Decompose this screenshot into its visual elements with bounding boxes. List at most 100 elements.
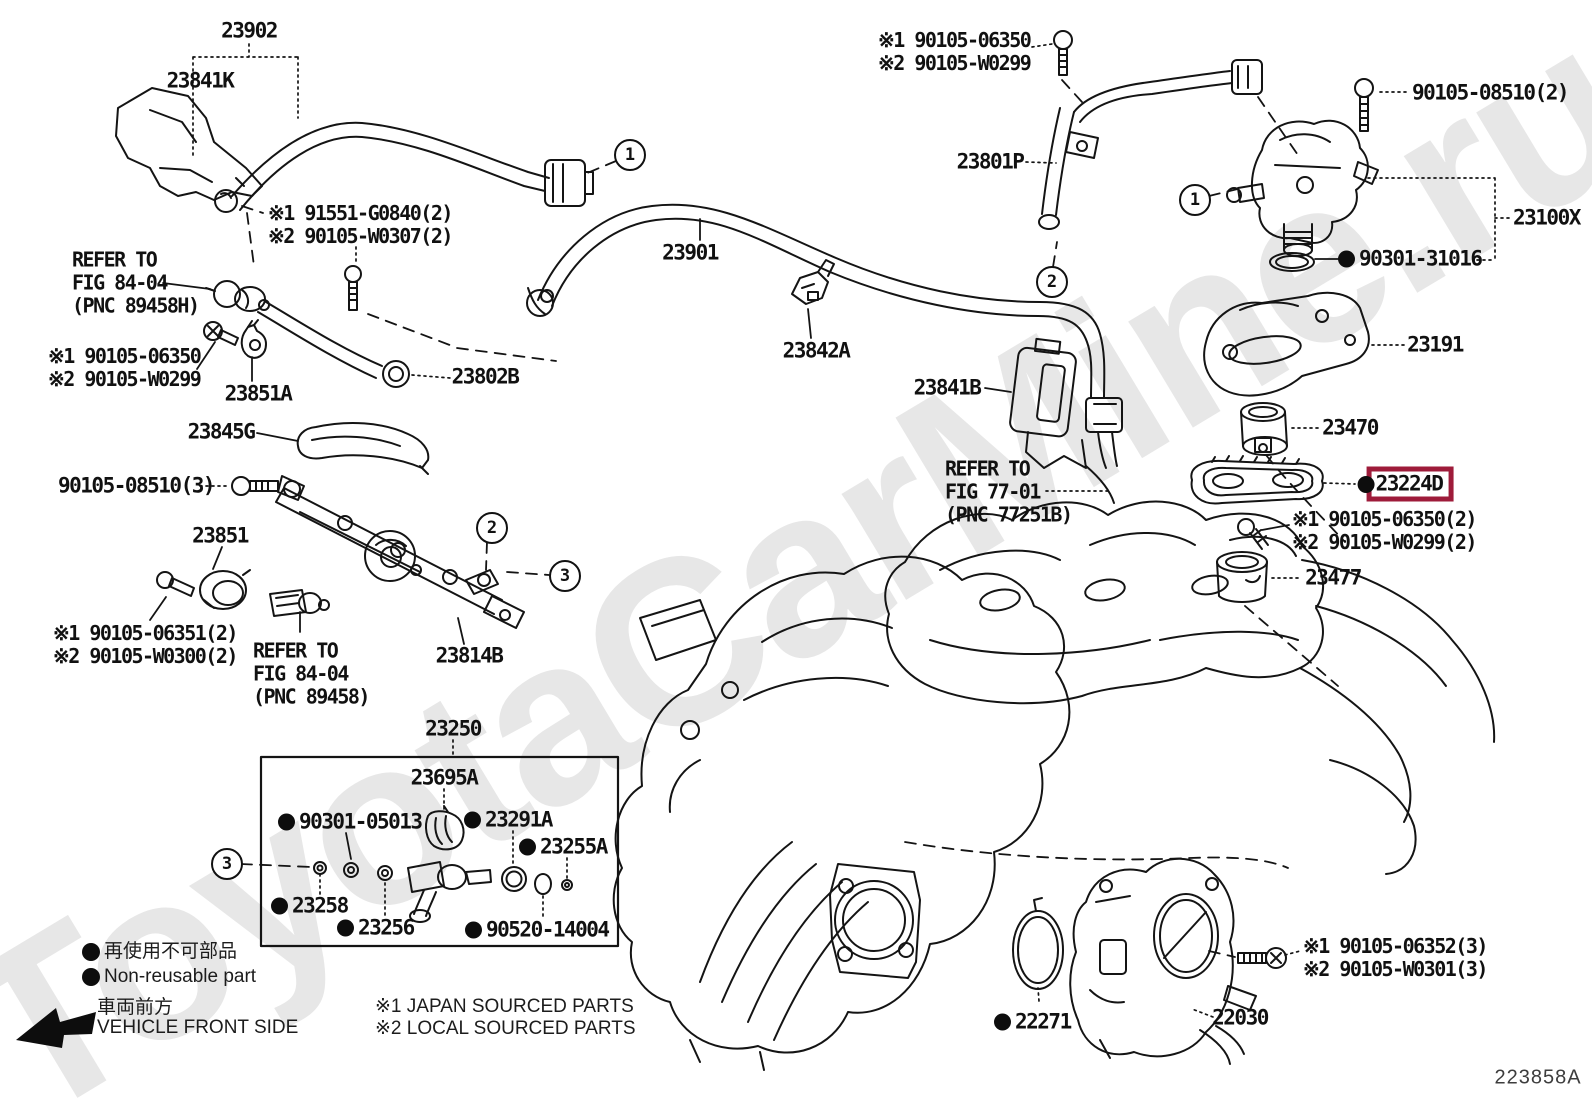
label-23842A[interactable]: 23842A bbox=[782, 338, 851, 363]
label-23801P[interactable]: 23801P bbox=[956, 149, 1025, 174]
label-90301-31016[interactable]: 90301-31016 bbox=[1338, 247, 1483, 271]
label-23100X[interactable]: 23100X bbox=[1513, 206, 1581, 230]
label-23291A-line: 23291A bbox=[485, 807, 553, 832]
non-reusable-dot-icon bbox=[1357, 475, 1375, 493]
label-23841K[interactable]: 23841K bbox=[166, 68, 235, 93]
label-note-91551-line: ※1 91551-G0840(2) bbox=[268, 201, 453, 225]
label-90105-08510-3[interactable]: 90105-08510(3) bbox=[58, 474, 216, 498]
label-23801P-line: 23801P bbox=[956, 149, 1025, 174]
label-23842A-line: 23842A bbox=[782, 338, 851, 363]
label-23224D-line: 23224D bbox=[1375, 471, 1444, 496]
label-legend-sourcing-line: ※1 JAPAN SOURCED PARTS bbox=[375, 996, 634, 1017]
label-23802B-line: 23802B bbox=[451, 364, 520, 389]
label-refer-84-04-H-line: REFER TO bbox=[72, 247, 158, 272]
label-23902[interactable]: 23902 bbox=[221, 18, 278, 43]
label-legend-nonreusable-jp: 再使用不可部品 bbox=[82, 941, 237, 963]
label-23255A[interactable]: 23255A bbox=[519, 834, 608, 859]
label-note-06352: ※1 90105-06352(3)※2 90105-W0301(3) bbox=[1303, 934, 1488, 981]
label-23901[interactable]: 23901 bbox=[662, 240, 719, 265]
non-reusable-dot-icon bbox=[82, 943, 100, 961]
label-23851A[interactable]: 23851A bbox=[225, 382, 293, 406]
label-90520-14004[interactable]: 90520-14004 bbox=[465, 918, 610, 942]
label-note-06352-line: ※1 90105-06352(3) bbox=[1303, 934, 1488, 958]
label-23695A[interactable]: 23695A bbox=[410, 765, 479, 790]
callout-3: 3 bbox=[549, 560, 581, 592]
label-refer-77-01-line: FIG 77-01 bbox=[945, 479, 1041, 504]
label-23291A[interactable]: 23291A bbox=[464, 807, 553, 832]
label-legend-nonreusable-jp-line: 再使用不可部品 bbox=[104, 941, 238, 962]
label-23191-line: 23191 bbox=[1407, 332, 1464, 357]
label-23901-line: 23901 bbox=[662, 240, 719, 265]
label-22271[interactable]: 22271 bbox=[994, 1009, 1072, 1034]
vehicle-front-arrow bbox=[16, 1008, 96, 1048]
non-reusable-dot-icon bbox=[465, 921, 482, 939]
fuel-pipe-23902-part bbox=[214, 121, 594, 213]
label-23814B[interactable]: 23814B bbox=[436, 644, 504, 668]
label-note-91551-line: ※2 90105-W0307(2) bbox=[268, 224, 453, 248]
dotted-leader-lines bbox=[192, 43, 1511, 1018]
callout-1: 1 bbox=[614, 139, 646, 171]
label-23851-line: 23851 bbox=[192, 523, 249, 548]
label-note-06351-line: ※1 90105-06351(2) bbox=[53, 621, 238, 645]
label-23255A-line: 23255A bbox=[540, 834, 608, 859]
label-refer-84-04-line: (PNC 89458) bbox=[253, 684, 370, 709]
label-note-06351-line: ※2 90105-W0300(2) bbox=[53, 644, 238, 668]
fuel-pump-23100X-part bbox=[1226, 119, 1379, 272]
label-note-06350-left: ※1 90105-06350※2 90105-W0299 bbox=[48, 345, 202, 391]
non-reusable-dot-icon bbox=[464, 811, 481, 829]
label-22030[interactable]: 22030 bbox=[1212, 1005, 1269, 1030]
bracket-23191-part bbox=[1203, 291, 1370, 397]
label-23191[interactable]: 23191 bbox=[1407, 332, 1464, 357]
throttle-body-22030-part bbox=[1069, 857, 1257, 1065]
label-23841B-line: 23841B bbox=[913, 375, 982, 400]
non-reusable-dot-icon bbox=[1338, 250, 1355, 268]
callout-2: 2 bbox=[476, 512, 508, 544]
gasket-23224D-part bbox=[1190, 455, 1324, 505]
label-note-06351: ※1 90105-06351(2)※2 90105-W0300(2) bbox=[53, 621, 238, 668]
label-23695A-line: 23695A bbox=[410, 765, 479, 790]
label-figure-code: 223858A bbox=[1494, 1067, 1581, 1090]
label-22271-line: 22271 bbox=[1015, 1009, 1072, 1034]
cover-23845G-part bbox=[296, 421, 430, 475]
fuel-pipe-23901-part bbox=[526, 203, 1123, 469]
label-23902-line: 23902 bbox=[221, 18, 278, 43]
label-23841K-line: 23841K bbox=[166, 68, 235, 93]
damper-23470-part bbox=[1240, 402, 1288, 456]
label-23256[interactable]: 23256 bbox=[337, 916, 415, 940]
label-23250[interactable]: 23250 bbox=[425, 717, 482, 741]
label-90301-05013[interactable]: 90301-05013 bbox=[278, 810, 423, 834]
intake-manifold-art bbox=[612, 555, 1071, 1071]
label-23224D[interactable]: 23224D bbox=[1357, 466, 1454, 502]
label-23851[interactable]: 23851 bbox=[192, 523, 249, 548]
valve-23841B-part bbox=[1009, 337, 1115, 504]
label-23477[interactable]: 23477 bbox=[1305, 566, 1362, 590]
non-reusable-dot-icon bbox=[519, 838, 536, 856]
o-ring-90301-31016-part bbox=[1269, 252, 1315, 272]
fuel-inlet-pipe-23801P-part bbox=[1038, 59, 1263, 230]
o-ring-22271-part bbox=[1012, 897, 1064, 990]
label-23845G[interactable]: 23845G bbox=[188, 420, 256, 444]
label-23841B[interactable]: 23841B bbox=[913, 375, 982, 400]
label-legend-sourcing: ※1 JAPAN SOURCED PARTS※2 LOCAL SOURCED P… bbox=[375, 996, 636, 1040]
label-23470-line: 23470 bbox=[1322, 415, 1379, 440]
label-figure-code-line: 223858A bbox=[1494, 1066, 1582, 1089]
label-90105-08510-2[interactable]: 90105-08510(2) bbox=[1412, 81, 1570, 105]
label-22030-line: 22030 bbox=[1212, 1005, 1269, 1030]
callout-3: 3 bbox=[211, 848, 243, 880]
callout-1: 1 bbox=[1179, 184, 1211, 216]
label-23258[interactable]: 23258 bbox=[271, 894, 349, 918]
label-23470[interactable]: 23470 bbox=[1322, 415, 1379, 440]
label-23802B[interactable]: 23802B bbox=[451, 364, 520, 389]
label-legend-front-en-line: VEHICLE FRONT SIDE bbox=[97, 1017, 299, 1038]
non-reusable-dot-icon bbox=[271, 897, 288, 915]
label-refer-84-04-line: REFER TO bbox=[253, 638, 339, 663]
pipe-subassy-23802B-part bbox=[203, 265, 410, 388]
label-legend-nonreusable-en-line: Non-reusable part bbox=[104, 966, 257, 987]
throttle-flange-art bbox=[829, 863, 921, 979]
